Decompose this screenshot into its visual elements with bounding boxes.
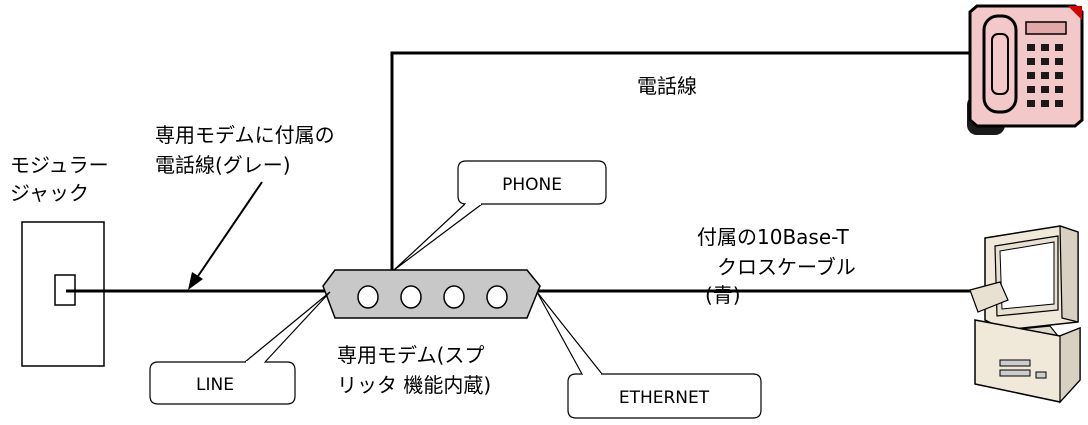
ethernet-callout-text: ETHERNET bbox=[619, 388, 710, 408]
modem-label-line2: リッタ 機能内蔵) bbox=[337, 373, 491, 397]
line-callout-text: LINE bbox=[196, 375, 234, 395]
ethernet-port-callout: ETHERNET bbox=[536, 291, 762, 419]
gray-cable-label-line2: 電話線(グレー) bbox=[155, 153, 291, 177]
gray-cable-label-line1: 専用モデムに付属の bbox=[155, 123, 335, 147]
telephone-icon bbox=[967, 4, 1084, 135]
modem-port-2 bbox=[400, 285, 422, 309]
phone-callout-text: PHONE bbox=[502, 175, 562, 195]
phone-accent bbox=[1068, 6, 1082, 20]
modem bbox=[322, 269, 541, 319]
jack-label-line2: ジャック bbox=[10, 181, 89, 205]
phone-keypad bbox=[1027, 44, 1063, 107]
modem-port-4 bbox=[486, 285, 508, 309]
phone-line-label: 電話線 bbox=[637, 74, 697, 98]
lan-cable-label-line3: (青) bbox=[705, 283, 741, 307]
computer-icon bbox=[969, 225, 1081, 404]
line-port-callout: LINE bbox=[149, 291, 331, 405]
modem-body bbox=[322, 269, 541, 319]
gray-cable-arrow bbox=[188, 181, 263, 290]
lan-cable-label-line2: クロスケーブル bbox=[717, 255, 856, 279]
modem-ports bbox=[357, 285, 508, 309]
jack-label-line1: モジュラー bbox=[10, 153, 109, 177]
pc-keyboard bbox=[969, 281, 1009, 313]
phone-port-callout: PHONE bbox=[393, 160, 607, 271]
telephone-line bbox=[390, 51, 983, 270]
modem-port-1 bbox=[357, 285, 379, 309]
lan-cable-label-line1: 付属の10Base-T bbox=[697, 225, 850, 249]
modem-port-3 bbox=[443, 285, 465, 309]
modular-jack bbox=[21, 221, 105, 367]
modem-label-line1: 専用モデム(スプ bbox=[337, 343, 484, 367]
